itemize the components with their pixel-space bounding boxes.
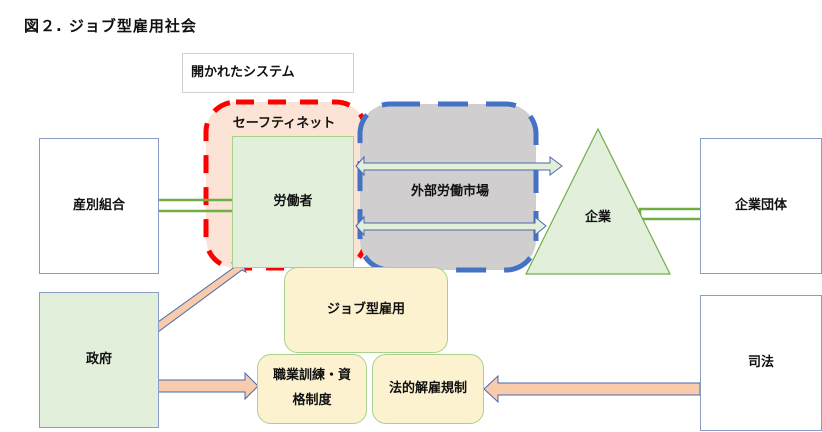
company-link bbox=[638, 207, 704, 221]
government-training-arrow bbox=[157, 371, 259, 401]
dismissal-box: 法的解雇規制 bbox=[372, 354, 484, 424]
worker-label: 労働者 bbox=[273, 193, 313, 209]
safety-net-label: セーフティネット bbox=[232, 115, 336, 131]
job-employment-box: ジョブ型雇用 bbox=[284, 267, 448, 353]
government-box: 政府 bbox=[39, 292, 159, 428]
training-box: 職業訓練・資格制度 bbox=[257, 354, 367, 424]
market-arrow-lower bbox=[355, 215, 547, 237]
government-worker-arrow bbox=[157, 262, 248, 333]
dismissal-label: 法的解雇規制 bbox=[388, 380, 467, 396]
government-label: 政府 bbox=[85, 351, 112, 367]
figure-title: 図２. ジョブ型雇用社会 bbox=[24, 17, 197, 35]
open-system-text: 開かれたシステム bbox=[191, 64, 295, 80]
company-label: 企業 bbox=[584, 209, 611, 225]
judiciary-box: 司法 bbox=[700, 295, 822, 431]
market-arrow-upper bbox=[355, 155, 563, 177]
open-system-label: 開かれたシステム bbox=[182, 53, 354, 93]
judiciary-dismissal-arrow bbox=[483, 374, 701, 404]
training-label: 職業訓練・資格制度 bbox=[272, 368, 351, 408]
external-market-label: 外部労働市場 bbox=[410, 183, 489, 199]
job-employment-label: ジョブ型雇用 bbox=[326, 301, 405, 317]
industrial-union-box: 産別組合 bbox=[39, 138, 159, 274]
judiciary-label: 司法 bbox=[747, 354, 774, 370]
employers-group-label: 企業団体 bbox=[734, 197, 787, 213]
industrial-union-label: 産別組合 bbox=[72, 197, 125, 213]
employers-group-box: 企業団体 bbox=[700, 138, 822, 274]
worker-box: 労働者 bbox=[232, 136, 354, 268]
company-triangle bbox=[525, 127, 671, 275]
